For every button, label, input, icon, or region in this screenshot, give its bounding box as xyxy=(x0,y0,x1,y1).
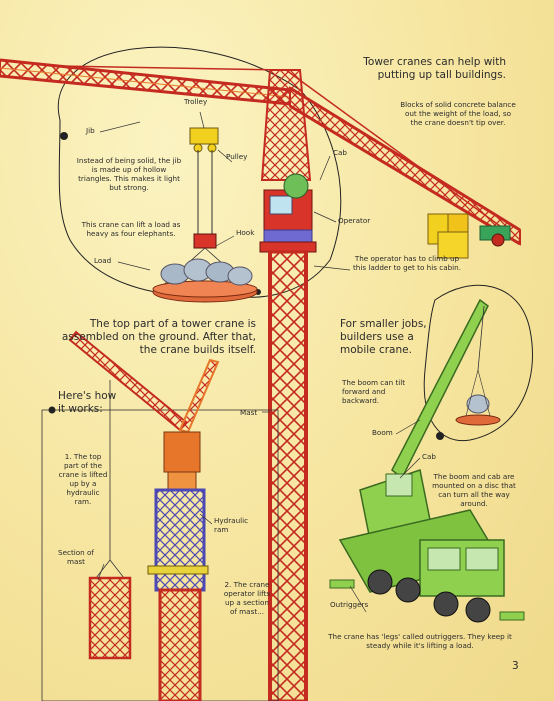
note-counterweight: Blocks of solid concrete balance out the… xyxy=(400,100,516,127)
label-cab: Cab xyxy=(333,148,347,157)
assembly-step-1: 1. The top part of the crane is lifted u… xyxy=(58,452,108,506)
mobile-crane-body xyxy=(329,469,525,623)
page-number: 3 xyxy=(512,660,519,672)
counterweight-blocks xyxy=(427,213,511,259)
label-outriggers: Outriggers xyxy=(330,600,369,609)
label-hook: Hook xyxy=(236,228,255,237)
label-jib: Jib xyxy=(86,126,95,135)
callout-dot xyxy=(60,132,68,140)
assembly-heading: The top part of a tower crane is assembl… xyxy=(61,318,256,357)
main-mast xyxy=(268,250,308,701)
note-ladder: The operator has to climb up this ladder… xyxy=(352,254,461,272)
trolley xyxy=(189,127,219,238)
blue-mast xyxy=(147,488,209,592)
section-of-mast xyxy=(88,559,132,660)
smaller-jobs-heading: For smaller jobs, builders use a mobile … xyxy=(340,318,427,357)
counter-jib xyxy=(289,86,521,246)
label-section-of-mast: Section of mast xyxy=(58,548,94,566)
callout-outline-top xyxy=(57,46,342,298)
note-disc: The boom and cab are mounted on a disc t… xyxy=(432,472,516,508)
label-boom: Boom xyxy=(372,428,393,437)
callout-lines xyxy=(97,111,421,613)
mobile-load xyxy=(455,369,501,426)
callout-dot xyxy=(48,406,56,414)
red-mast-lower xyxy=(158,588,202,701)
note-lift: This crane can lift a load as heavy as f… xyxy=(81,220,181,238)
crane-apex xyxy=(59,65,501,227)
label-pulley: Pulley xyxy=(226,152,248,161)
cab-tower-top xyxy=(259,173,317,253)
assembly-step-2: 2. The crane operator lifts up a section… xyxy=(223,580,271,616)
howto-heading: Here's how it works: xyxy=(58,390,117,416)
load-platform xyxy=(152,258,258,303)
intro-text: Tower cranes can help with putting up ta… xyxy=(296,56,506,82)
label-mast: Mast xyxy=(240,408,258,417)
label-hydraulic-ram: Hydraulic ram xyxy=(214,516,249,534)
label-operator: Operator xyxy=(338,216,371,225)
intro-line-2: putting up tall buildings. xyxy=(377,69,506,82)
small-crane-top xyxy=(163,431,201,491)
label-trolley: Trolley xyxy=(184,97,208,106)
label-cab-mobile: Cab xyxy=(422,452,436,461)
callout-dot xyxy=(436,432,444,440)
small-crane-jib xyxy=(68,330,220,560)
intro-line-1: Tower cranes can help with xyxy=(363,56,506,68)
note-boom-tilt: The boom can tilt forward and backward. xyxy=(342,378,406,405)
note-jib-structure: Instead of being solid, the jib is made … xyxy=(76,156,182,192)
note-outriggers: The crane has 'legs' called outriggers. … xyxy=(328,632,512,650)
label-load: Load xyxy=(94,256,112,265)
callout-outline-mobile xyxy=(423,284,533,442)
main-jib xyxy=(0,58,291,106)
